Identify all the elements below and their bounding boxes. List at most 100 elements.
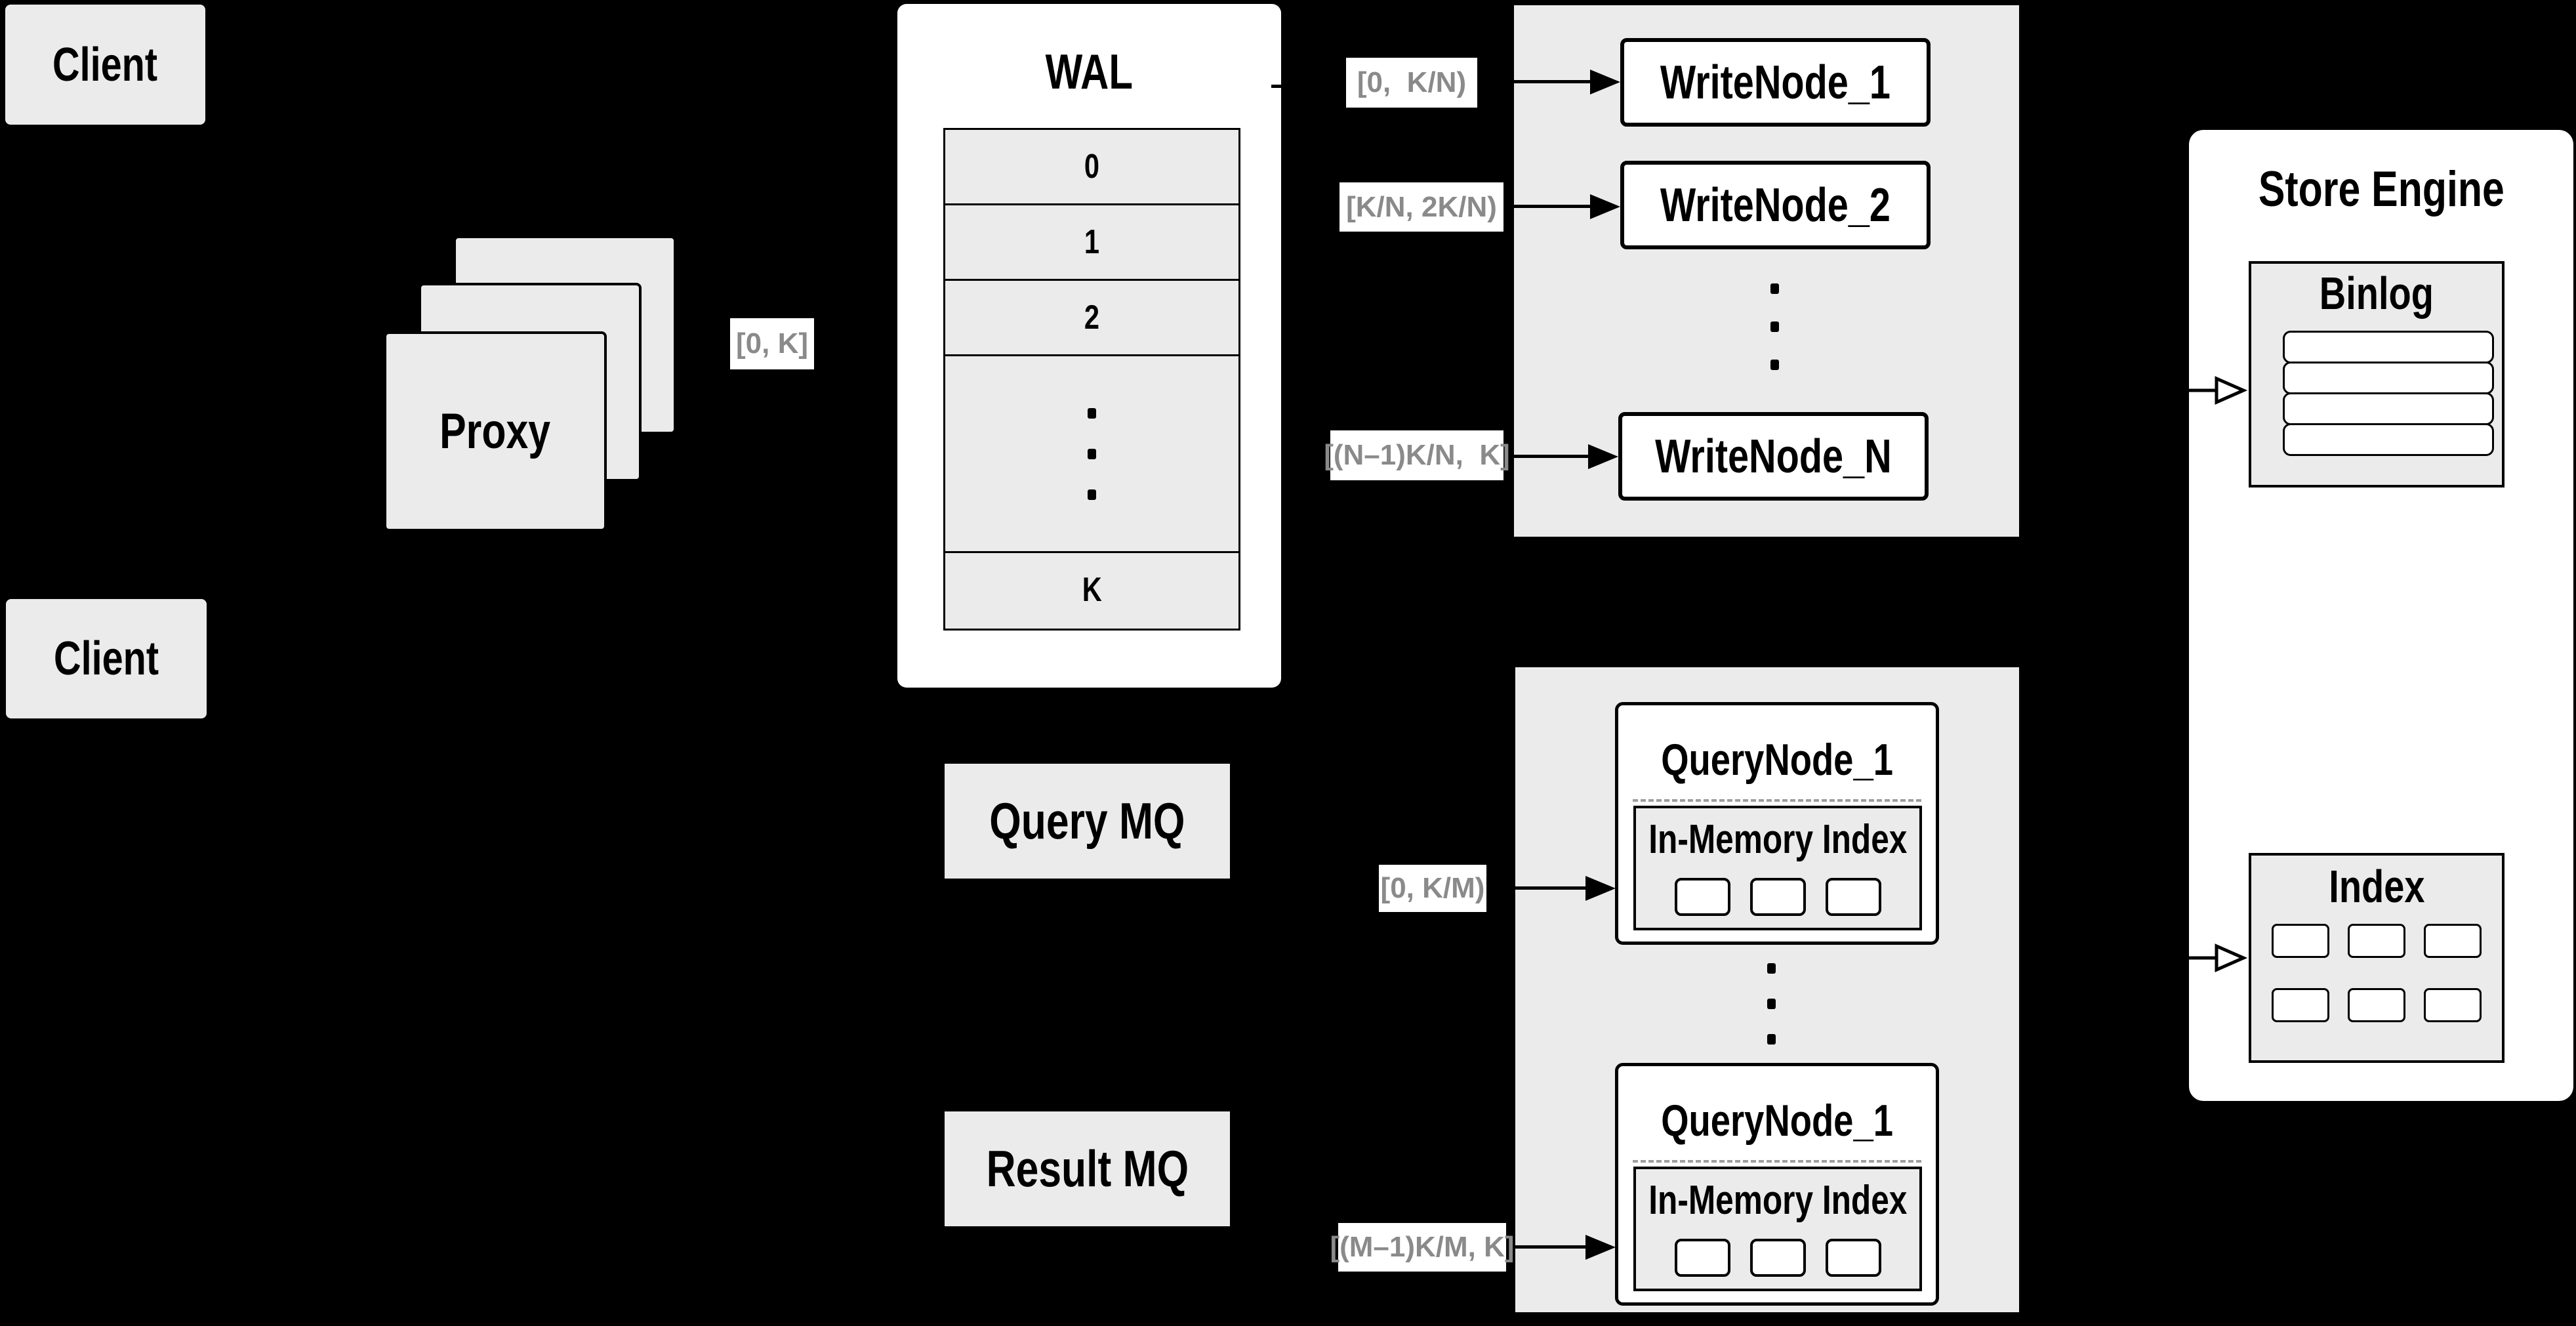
- segment-box: [1749, 1239, 1806, 1277]
- ellipsis-dot: [1088, 448, 1096, 459]
- store-engine-label: Store Engine: [2258, 161, 2504, 217]
- ellipsis-dot: [1770, 283, 1779, 294]
- client-node-bottom: Client: [6, 599, 207, 718]
- client-bottom-label: Client: [53, 632, 159, 685]
- ellipsis-dot: [1767, 1034, 1776, 1045]
- wal-row-2: 2: [945, 281, 1238, 356]
- proxy-label: Proxy: [440, 404, 551, 459]
- index-segments-grid: [2272, 924, 2482, 1022]
- query-node-2-title-row: QueryNode_1: [1618, 1083, 1936, 1158]
- write-node-1: WriteNode_1: [1620, 38, 1931, 127]
- arrow-line-to-writenode-2: [1514, 205, 1590, 208]
- wal-title: WAL: [1045, 43, 1134, 99]
- binlog-label: Binlog: [2319, 268, 2434, 319]
- inmemory-title-row: In-Memory Index: [1636, 816, 1919, 862]
- query-node-1-dashed-divider: [1633, 799, 1921, 802]
- hollow-arrow-into-binlog: [2189, 376, 2248, 405]
- edge-label-wal-to-writenode-1: [0, K/N): [1346, 58, 1477, 108]
- query-node-1: QueryNode_1 In-Memory Index: [1615, 702, 1939, 945]
- segment-box: [1825, 878, 1881, 916]
- write-node-2-label: WriteNode_2: [1660, 178, 1891, 232]
- index-box: Index: [2249, 853, 2504, 1063]
- binlog-box: Binlog: [2249, 261, 2504, 487]
- index-segment: [2424, 924, 2482, 958]
- ellipsis-dot: [1770, 360, 1779, 370]
- edge-label-proxy-to-wal: [0, K]: [730, 318, 814, 369]
- query-node-2-inmemory-label: In-Memory Index: [1648, 1177, 1908, 1223]
- query-mq-label: Query MQ: [989, 792, 1185, 850]
- query-node-2-label: QueryNode_1: [1661, 1095, 1893, 1146]
- wal-row-1: 1: [945, 205, 1238, 281]
- query-node-ellipsis: [1767, 963, 1776, 1045]
- write-node-2: WriteNode_2: [1620, 161, 1931, 249]
- wal-row-k-label: K: [1082, 571, 1102, 609]
- binlog-row: [2283, 331, 2494, 363]
- binlog-row: [2283, 362, 2494, 394]
- ellipsis-dot: [1767, 963, 1776, 974]
- binlog-rows: [2283, 331, 2494, 456]
- query-node-2: QueryNode_1 In-Memory Index: [1615, 1063, 1939, 1306]
- write-node-n: WriteNode_N: [1618, 412, 1929, 501]
- index-segment: [2348, 924, 2405, 958]
- store-engine-title-row: Store Engine: [2189, 159, 2573, 218]
- ellipsis-dot: [1770, 321, 1779, 332]
- arrow-line-to-querynode-2: [1515, 1245, 1585, 1249]
- arrow-head-to-writenode-2: [1590, 194, 1620, 219]
- proxy-node: Proxy: [384, 331, 607, 531]
- wal-table: 0 1 2 K: [943, 128, 1240, 631]
- query-node-1-label: QueryNode_1: [1661, 734, 1893, 785]
- store-engine-panel: Store Engine Binlog Index: [2189, 130, 2573, 1101]
- client-top-label: Client: [52, 38, 158, 91]
- segment-box: [1825, 1239, 1881, 1277]
- query-mq-node: Query MQ: [945, 764, 1230, 879]
- arrow-head-to-writenode-n: [1588, 444, 1618, 469]
- result-mq-label: Result MQ: [986, 1140, 1189, 1197]
- query-node-2-dashed-divider: [1633, 1160, 1921, 1163]
- ellipsis-dot: [1088, 407, 1096, 419]
- query-node-2-inmemory-index: In-Memory Index: [1633, 1167, 1922, 1291]
- binlog-row: [2283, 423, 2494, 456]
- index-segment: [2424, 988, 2482, 1022]
- edge-label-wal-to-writenode-n: [(N–1)K/N, K]: [1324, 430, 1510, 480]
- wal-row-2-label: 2: [1084, 299, 1100, 337]
- index-segment: [2272, 924, 2329, 958]
- wal-row-0-label: 0: [1084, 148, 1100, 186]
- index-title-row: Index: [2251, 861, 2502, 912]
- hollow-arrow-into-index: [2189, 943, 2248, 972]
- arrow-line-to-writenode-n: [1514, 455, 1588, 458]
- segment-box: [1749, 878, 1806, 916]
- index-segment: [2272, 988, 2329, 1022]
- wal-title-row: WAL: [897, 40, 1281, 102]
- binlog-title-row: Binlog: [2251, 268, 2502, 319]
- binlog-row: [2283, 392, 2494, 425]
- result-mq-node: Result MQ: [945, 1111, 1230, 1226]
- edge-label-mq-to-querynode-2: [(M–1)K/M, K]: [1330, 1223, 1515, 1272]
- edge-label-wal-to-writenode-2: [K/N, 2K/N): [1339, 182, 1503, 232]
- arrow-head-to-querynode-1: [1585, 876, 1616, 901]
- wal-row-k: K: [945, 553, 1238, 627]
- arrow-head-to-querynode-2: [1585, 1235, 1616, 1260]
- index-segment: [2348, 988, 2405, 1022]
- ellipsis-dot: [1088, 489, 1096, 500]
- wal-row-1-label: 1: [1084, 223, 1100, 261]
- inmemory-segments-row: [1636, 878, 1919, 916]
- wal-ellipsis-cell: [945, 356, 1238, 553]
- arrow-line-to-querynode-1: [1515, 886, 1585, 890]
- edge-label-mq-to-querynode-1: [0, K/M): [1379, 865, 1486, 912]
- client-node-top: Client: [5, 5, 205, 125]
- write-node-1-label: WriteNode_1: [1660, 56, 1891, 109]
- segment-box: [1674, 1239, 1730, 1277]
- query-node-1-inmemory-label: In-Memory Index: [1648, 816, 1908, 862]
- wal-outgoing-connector-tick: [1271, 85, 1281, 88]
- query-node-1-title-row: QueryNode_1: [1618, 722, 1936, 797]
- write-node-ellipsis: [1770, 283, 1779, 370]
- segment-box: [1674, 878, 1730, 916]
- wal-row-0: 0: [945, 130, 1238, 205]
- query-node-1-inmemory-index: In-Memory Index: [1633, 806, 1922, 930]
- wal-panel: WAL 0 1 2 K: [897, 4, 1281, 688]
- arrow-head-to-writenode-1: [1590, 70, 1620, 94]
- arrow-line-to-writenode-1: [1514, 80, 1590, 83]
- ellipsis-dot: [1767, 999, 1776, 1009]
- inmemory-title-row: In-Memory Index: [1636, 1177, 1919, 1223]
